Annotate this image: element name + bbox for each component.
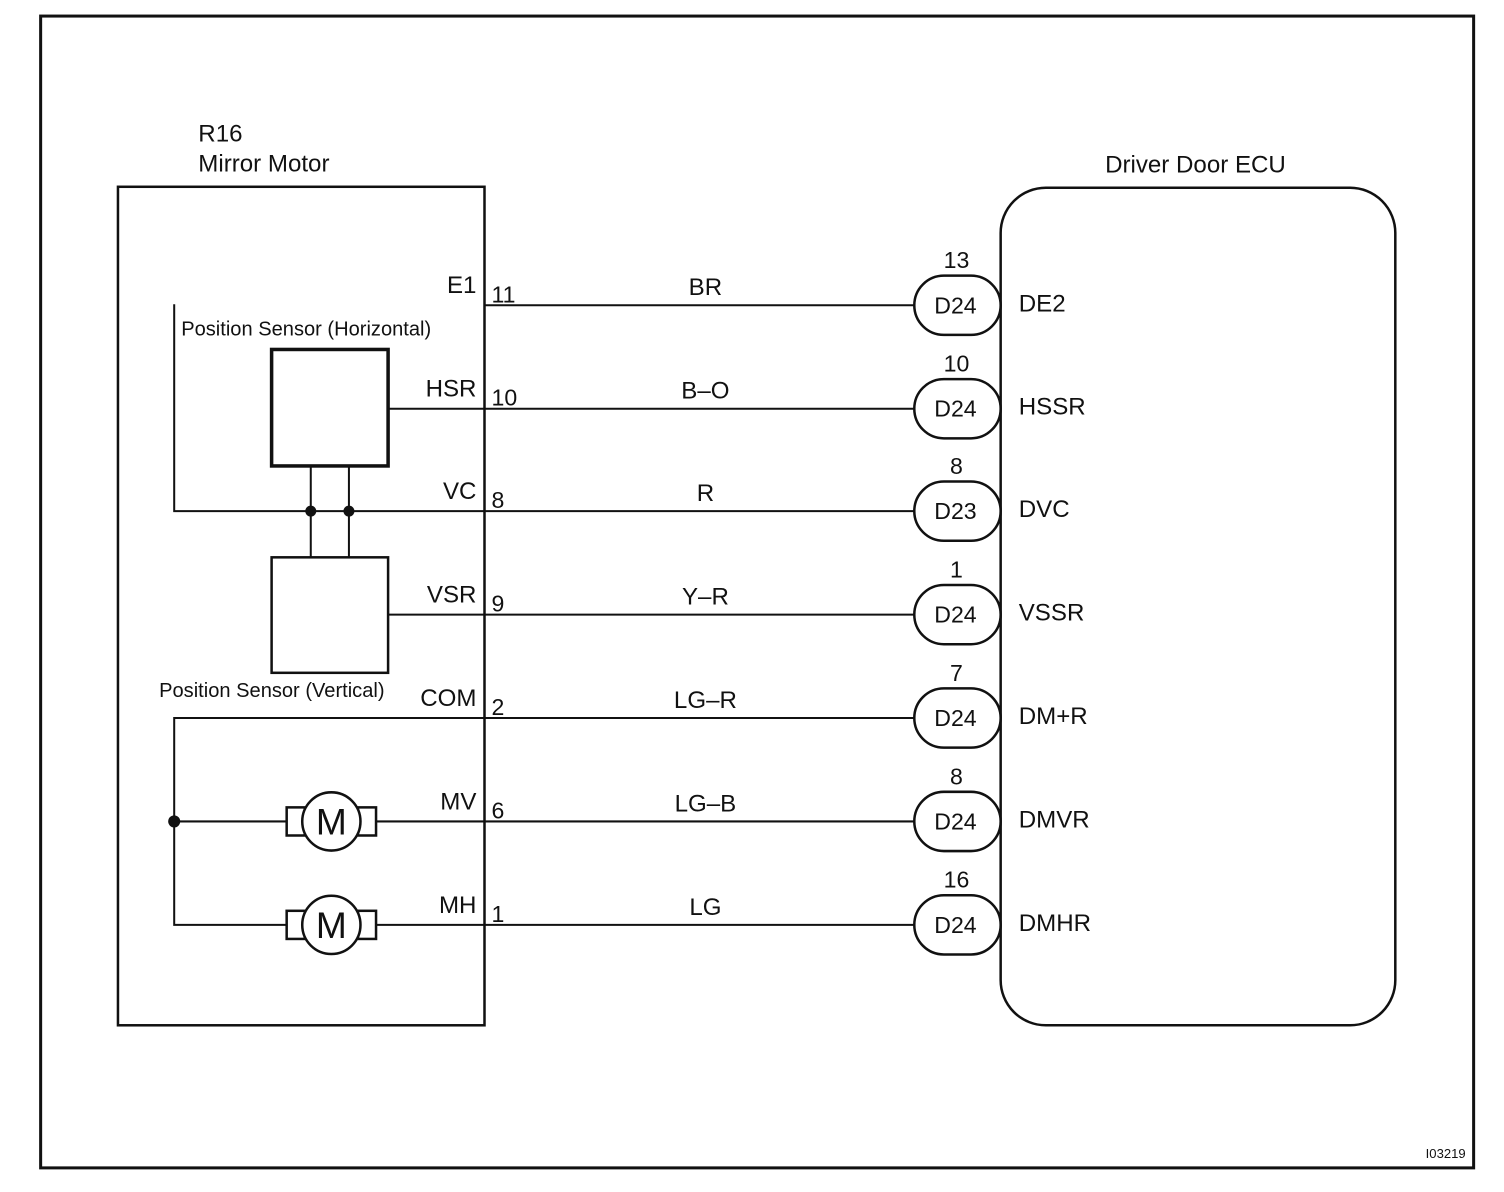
- wire-color-code: B–O: [681, 378, 729, 405]
- mirror-pin-number: 6: [492, 797, 505, 823]
- connector-pill: [913, 274, 1002, 337]
- mirror-terminal-label: HSR: [426, 376, 477, 403]
- mirror-pin-number: 11: [492, 281, 516, 307]
- position-sensor-vertical: [270, 556, 390, 675]
- ecu-pin-number: 16: [944, 867, 970, 893]
- ecu-pin-number: 8: [950, 453, 963, 479]
- mirror-terminal-label: VSR: [427, 582, 477, 609]
- connector-pill: [913, 377, 1002, 440]
- connector-code: D24: [934, 912, 977, 938]
- connector-code: D23: [934, 498, 976, 524]
- ecu-pin-number: 10: [944, 351, 970, 377]
- ecu-terminal-label: HSSR: [1019, 394, 1086, 421]
- motor-symbol: M: [316, 904, 347, 946]
- connector-pill: [913, 687, 1002, 749]
- ecu-pin-number: 8: [950, 763, 963, 789]
- wire-color-code: LG–B: [675, 790, 737, 817]
- ecu-terminal-label: DVC: [1019, 496, 1070, 523]
- mirror-terminal-label: VC: [443, 478, 476, 505]
- connector-code: D24: [934, 292, 977, 318]
- ecu-terminal-label: DM+R: [1019, 703, 1088, 730]
- junction-dot: [343, 505, 355, 517]
- mirror-motor-title: Mirror Motor: [198, 151, 329, 178]
- wire-color-code: Y–R: [682, 584, 729, 611]
- mirror-pin-number: 2: [492, 694, 505, 720]
- connector-code: D24: [934, 705, 977, 731]
- ecu-pin-number: 13: [944, 247, 970, 273]
- motor-mv: M: [285, 791, 378, 852]
- sensor-horizontal-label: Position Sensor (Horizontal): [181, 318, 431, 340]
- position-sensor-horizontal: [269, 347, 390, 468]
- diagram-frame: [39, 14, 1476, 1170]
- connector-code: D24: [934, 602, 977, 628]
- ecu-pin-number: 1: [950, 556, 963, 582]
- mirror-terminal-label: E1: [447, 272, 476, 299]
- mirror-pin-number: 8: [492, 487, 505, 513]
- connector-pill: [913, 893, 1002, 956]
- wire-color-code: LG: [689, 894, 721, 921]
- mirror-motor-code: R16: [198, 121, 242, 148]
- connector-pill: [913, 480, 1002, 543]
- motor-symbol: M: [316, 800, 347, 842]
- mirror-pin-number: 1: [492, 901, 505, 927]
- figure-id: I03219: [1426, 1146, 1466, 1161]
- wire-color-code: LG–R: [674, 687, 737, 714]
- connector-pill: [913, 790, 1002, 853]
- connector-code: D24: [934, 396, 977, 422]
- ecu-terminal-label: DMVR: [1019, 806, 1090, 833]
- ecu-terminal-label: DMHR: [1019, 910, 1091, 937]
- ecu-terminal-label: VSSR: [1019, 600, 1085, 627]
- mirror-pin-number: 9: [492, 591, 505, 617]
- ecu-pin-number: 7: [950, 660, 963, 686]
- internal-e1-loop: [173, 304, 485, 513]
- ecu-title: Driver Door ECU: [1105, 152, 1286, 179]
- mirror-terminal-label: COM: [420, 685, 476, 712]
- junction-dot: [305, 505, 317, 517]
- mirror-terminal-label: MV: [440, 788, 476, 815]
- ecu-terminal-label: DE2: [1019, 290, 1066, 317]
- mirror-motor-box: [116, 185, 486, 1027]
- connector-pill: [913, 583, 1002, 646]
- mirror-pin-number: 10: [492, 385, 518, 411]
- connector-code: D24: [934, 808, 977, 834]
- sensor-vertical-label: Position Sensor (Vertical): [159, 680, 384, 702]
- junction-dot: [168, 815, 181, 828]
- wire-color-code: BR: [689, 274, 722, 301]
- mirror-terminal-label: MH: [439, 892, 476, 919]
- wire-color-code: R: [697, 480, 714, 507]
- motor-mh: M: [285, 894, 378, 956]
